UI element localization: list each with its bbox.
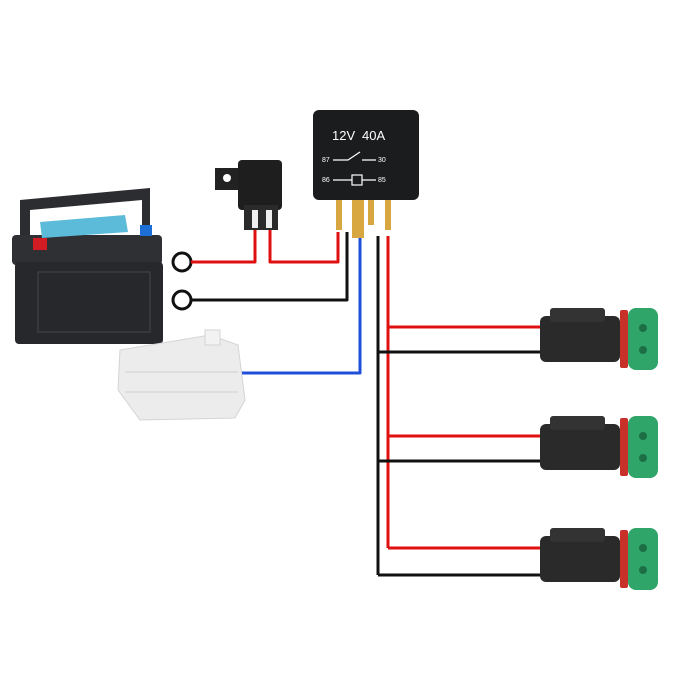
ground-ring-terminal [171, 289, 193, 311]
relay-pin-86: 86 [322, 177, 330, 184]
connector-output-3 [540, 528, 658, 590]
positive-terminal [33, 238, 47, 250]
battery [12, 188, 163, 344]
wires [191, 228, 545, 577]
relay-pin-30: 30 [378, 157, 386, 164]
coil-symbol-icon [351, 174, 363, 186]
output-ground-branches [378, 350, 545, 577]
relay: 12V 40A 87 30 86 85 [313, 110, 419, 238]
relay-voltage-label: 12V [332, 128, 355, 143]
relay-pin-87: 87 [322, 157, 330, 164]
output-positive-branches [388, 325, 545, 550]
negative-terminal [140, 225, 152, 236]
output-connectors [540, 308, 658, 590]
ground-wire-battery [191, 232, 349, 302]
switch-symbol-icon [333, 151, 376, 161]
positive-wire-to-relay [268, 228, 340, 264]
connector-output-2 [540, 416, 658, 478]
relay-current-label: 40A [362, 128, 385, 143]
relay-pin-85: 85 [378, 177, 386, 184]
positive-ring-terminal [171, 251, 193, 273]
fuse-holder [215, 160, 282, 230]
switch-wire [240, 232, 362, 375]
switch-connector [117, 329, 246, 421]
positive-wire-to-fuse [191, 228, 257, 264]
connector-output-1 [540, 308, 658, 370]
